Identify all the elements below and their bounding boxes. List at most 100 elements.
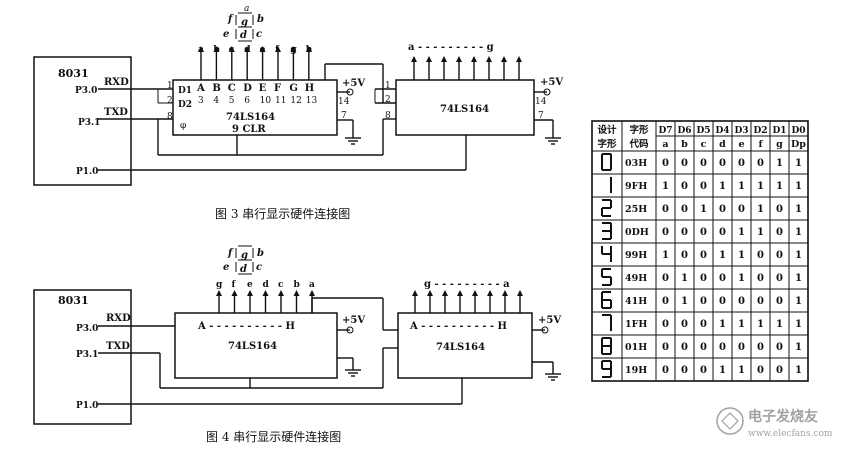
table-row-bit: 1 bbox=[795, 319, 802, 330]
table-row-bit: 1 bbox=[795, 158, 802, 169]
chip2-4-out-arrow-7-head bbox=[517, 290, 523, 296]
mcu-label: 8031 bbox=[58, 67, 89, 80]
table-row-bit: 1 bbox=[795, 227, 802, 238]
table-header-2-9: Dp bbox=[791, 139, 806, 150]
table-row-bit: 0 bbox=[776, 204, 783, 215]
table-header-2-8: g bbox=[776, 139, 783, 150]
chip1-pinnum-12: 12 bbox=[290, 96, 301, 106]
seg4-g: g bbox=[241, 250, 248, 261]
chip1-4-out-arrow-f-head bbox=[231, 290, 238, 296]
table-header-2-4: c bbox=[701, 139, 707, 150]
chip1-4-out-b: b bbox=[294, 280, 300, 290]
table-header-1-8: D1 bbox=[772, 126, 786, 136]
chip1-out-arrow-e-head bbox=[259, 46, 266, 52]
chip1-4-out-a: a bbox=[309, 280, 315, 290]
mcu-8031-box-4 bbox=[33, 289, 132, 425]
table-row-code: 19H bbox=[625, 365, 647, 376]
table-header-2-7: f bbox=[758, 139, 763, 150]
chip2-pin14: 14 bbox=[535, 97, 547, 107]
table-row-bit: 0 bbox=[757, 342, 764, 353]
chip1-pinnum-6: 6 bbox=[244, 96, 250, 106]
table-row-bit: 0 bbox=[681, 181, 688, 192]
chip2-pin8: 8 bbox=[385, 111, 391, 121]
table-row-bit: 0 bbox=[776, 273, 783, 284]
chip1-pinnum-10: 10 bbox=[260, 96, 272, 106]
chip1-vcc-label-4: +5V bbox=[342, 315, 365, 326]
chip1-4-out-arrow-a-head bbox=[309, 290, 315, 296]
table-row-bit: 0 bbox=[681, 319, 688, 330]
chip2-4-out-arrow-4-head bbox=[472, 290, 478, 296]
seg-b: b bbox=[257, 14, 264, 25]
chip2-4-out-arrow-1-head bbox=[427, 290, 433, 296]
txd-label: TXD bbox=[104, 107, 128, 118]
table-row-bit: 0 bbox=[719, 342, 726, 353]
table-row-bit: 0 bbox=[700, 296, 707, 307]
table-row-bit: 1 bbox=[681, 296, 688, 307]
table-row-bit: 0 bbox=[700, 227, 707, 238]
chip2-vcc-label-4: +5V bbox=[538, 315, 561, 326]
table-row-code: 25H bbox=[625, 204, 647, 215]
table-row-bit: 0 bbox=[719, 204, 726, 215]
chip2-range-4: A - - - - - - - - - - H bbox=[409, 321, 507, 332]
figure-3: 8031 P3.0 P3.1 P1.0 RXD TXD 1 2 8 D1 D2 … bbox=[33, 4, 563, 221]
chip1-vcc-terminal bbox=[346, 88, 354, 96]
table-row-bit: 0 bbox=[662, 365, 669, 376]
chip1-4-out-arrow-c-head bbox=[278, 290, 284, 296]
table-header-1-1: 字形 bbox=[629, 124, 649, 136]
table-row-bit: 0 bbox=[776, 296, 783, 307]
port-p31-label: P3.1 bbox=[78, 118, 100, 128]
chip1-out-arrow-g-head bbox=[290, 46, 297, 52]
table-row-bit: 0 bbox=[776, 250, 783, 261]
chip2-out-arrow-2-head bbox=[441, 56, 447, 62]
d1-label: D1 bbox=[178, 86, 192, 96]
rxd-label: RXD bbox=[104, 77, 129, 88]
table-row-bit: 1 bbox=[757, 227, 764, 238]
chip2-pin2: 2 bbox=[385, 95, 391, 105]
chip1-4-out-arrow-d-head bbox=[262, 290, 269, 296]
chip2-out-arrow-7-head bbox=[516, 56, 522, 62]
chip1-vcc-terminal-4 bbox=[346, 326, 354, 334]
table-header-1-7: D2 bbox=[753, 126, 767, 136]
chip1-vcc-label: +5V bbox=[342, 78, 365, 89]
table-row-bit: 1 bbox=[795, 250, 802, 261]
chip1-out-arrow-h-head bbox=[305, 46, 312, 52]
table-row-bit: 1 bbox=[662, 181, 669, 192]
table-row-bit: 1 bbox=[738, 250, 745, 261]
table-row-bit: 0 bbox=[662, 227, 669, 238]
table-row-code: 01H bbox=[625, 342, 647, 353]
chip2-4-out-arrow-2-head bbox=[442, 290, 448, 296]
table-border bbox=[591, 120, 809, 382]
chip1-pinnum-13: 13 bbox=[306, 96, 318, 106]
chip2-out-arrow-3-head bbox=[456, 56, 462, 62]
table-row-bit: 0 bbox=[681, 227, 688, 238]
chip2-out-4: g - - - - - - - - - a bbox=[424, 279, 510, 290]
chip2-vcc-label: +5V bbox=[540, 77, 563, 88]
seg4-f: f bbox=[227, 248, 234, 259]
chip2-out-arrow-1-head bbox=[426, 56, 432, 62]
chip1-box-4 bbox=[174, 312, 338, 379]
table-row-bit: 0 bbox=[681, 158, 688, 169]
chip1-out-arrow-a-head bbox=[198, 46, 204, 52]
table-row-bit: 0 bbox=[662, 158, 669, 169]
chip1-out-b: b bbox=[213, 45, 219, 55]
seg4-e: e bbox=[223, 262, 229, 273]
chip1-in-G: G bbox=[289, 83, 298, 94]
table-row-bit: 1 bbox=[738, 365, 745, 376]
chip2-4-out-arrow-5-head bbox=[487, 290, 493, 296]
chip1-out-e: e bbox=[260, 45, 266, 55]
chip1-clr-label: 9 CLR bbox=[232, 124, 266, 135]
mcu-label-4: 8031 bbox=[58, 294, 89, 307]
table-header-1-0: 设计 bbox=[597, 124, 617, 136]
seg4-d: d bbox=[240, 264, 247, 275]
table-row-bit: 0 bbox=[700, 181, 707, 192]
chip1-4-out-d: d bbox=[263, 280, 270, 290]
table-row-bit: 0 bbox=[700, 158, 707, 169]
chip2-label-4: 74LS164 bbox=[436, 342, 485, 353]
chip1-pin14: 14 bbox=[338, 97, 350, 107]
watermark-brand: 电子发烧友 bbox=[748, 408, 818, 425]
pin2-label: 2 bbox=[167, 96, 173, 106]
